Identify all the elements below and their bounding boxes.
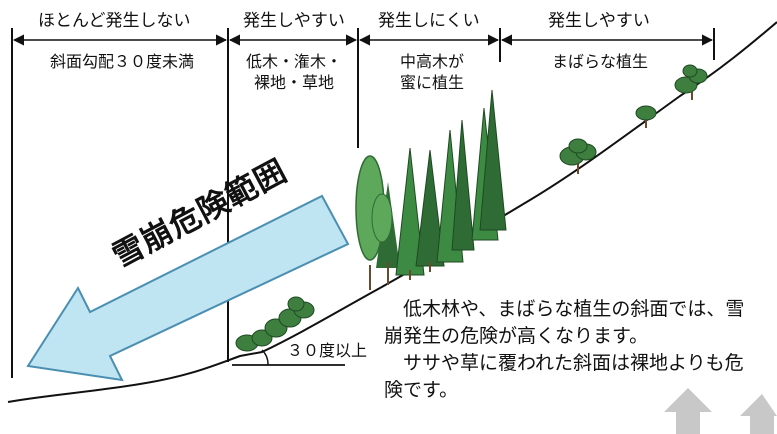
zone-description: 低木・潅木・ 裸地・草地	[245, 52, 342, 92]
footer-arrow-icon	[664, 388, 712, 434]
zone-description: 斜面勾配３０度未満	[49, 52, 194, 71]
note-paragraph: 低木林や、まばらな植生の斜面では、雪崩発生の危険が高くなります。	[384, 298, 745, 347]
zone-title: 発生しやすい	[243, 11, 345, 31]
zone-description: 中高木が 蜜に植生	[399, 52, 464, 92]
shrub-cluster	[235, 296, 315, 352]
zone-description: まばらな植生	[551, 52, 648, 71]
footer-arrow-icon	[740, 394, 777, 434]
slope-line	[7, 21, 777, 403]
explanatory-note: 低木林や、まばらな植生の斜面では、雪崩発生の危険が高くなります。 ササや草に覆わ…	[384, 296, 754, 404]
slope-angle-label: ３０度以上	[287, 341, 368, 360]
avalanche-arrow	[26, 194, 350, 382]
note-paragraph: ササや草に覆われた斜面は裸地よりも危険です。	[384, 352, 744, 401]
tall-tree-cluster	[355, 89, 507, 290]
zone-title: 発生しやすい	[548, 11, 650, 31]
sparse-tree-cluster	[559, 64, 708, 166]
zone-title: 発生しにくい	[378, 11, 480, 31]
zone-title: ほとんど発生しない	[38, 11, 191, 31]
angle-arc	[261, 349, 269, 366]
